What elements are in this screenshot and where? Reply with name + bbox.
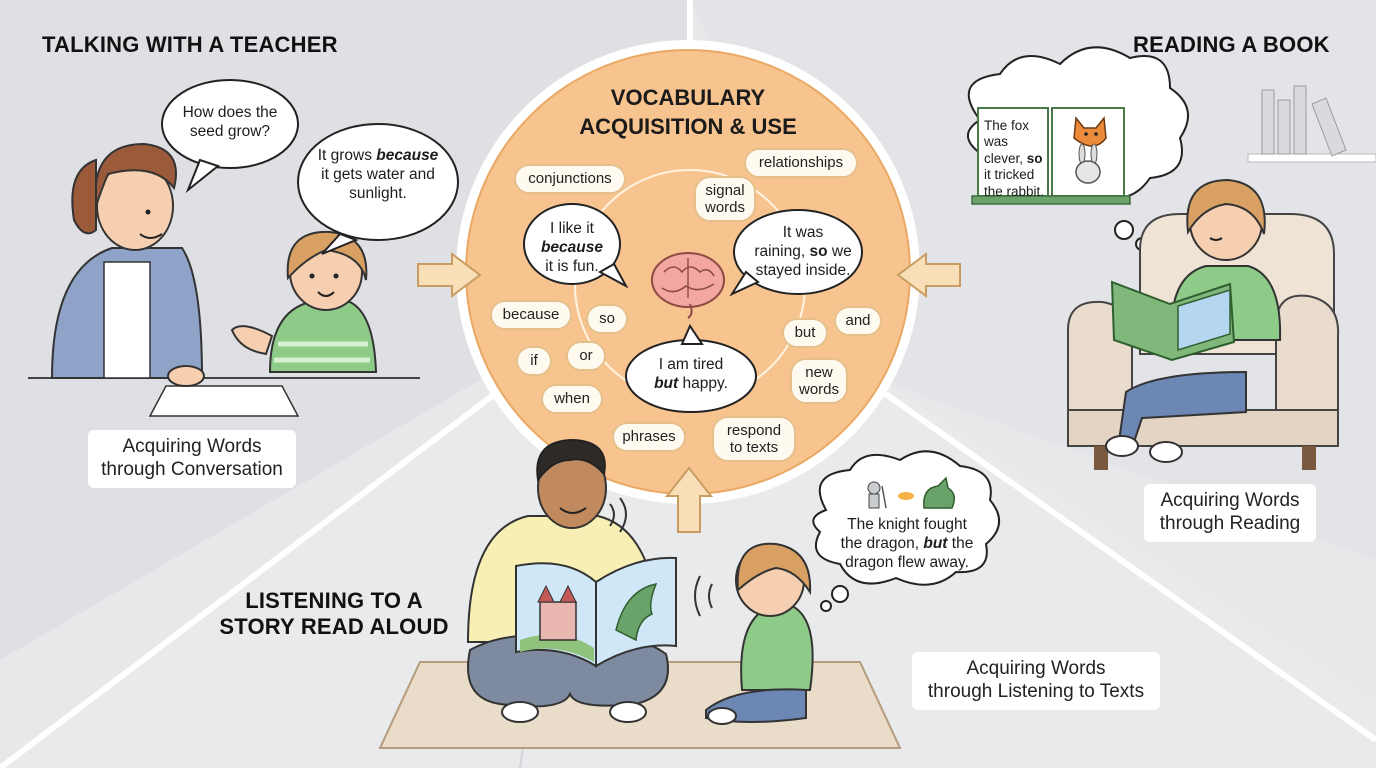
- paper-sheet: [148, 385, 300, 417]
- bubble-tired: [624, 339, 758, 413]
- pill-so: so: [586, 304, 628, 334]
- brain-icon: [651, 252, 725, 319]
- pill-if: if: [516, 346, 552, 376]
- student-answer-text: It grows because it gets water and sunli…: [317, 147, 439, 202]
- bubble-rain-text: It was raining, so we stayed inside.: [754, 224, 852, 279]
- bubble-like: [522, 203, 622, 285]
- pill-new-words: new words: [790, 358, 848, 404]
- knight-thought-text: The knight fought the dragon, but the dr…: [840, 516, 974, 571]
- bubble-tired-text: I am tired but happy.: [654, 356, 728, 392]
- bubble-rain: [732, 209, 864, 295]
- armchair: [1067, 213, 1340, 470]
- arrow-from-listening: [664, 466, 714, 533]
- pill-relationships: relationships: [744, 148, 858, 178]
- pill-when: when: [541, 384, 603, 414]
- book-page-text: The fox was clever, so it tricked the ra…: [984, 118, 1045, 199]
- reading-heading: READING A BOOK: [1133, 32, 1330, 57]
- pill-because: because: [490, 300, 572, 330]
- listening-child-figure: [694, 542, 814, 725]
- caption-conversation: Acquiring Words through Conversation: [88, 430, 296, 488]
- listening-heading-line2: STORY READ ALOUD: [219, 614, 449, 640]
- arrow-from-conversation: [417, 252, 482, 298]
- teacher-heading: TALKING WITH A TEACHER: [42, 32, 338, 57]
- pill-conjunctions: conjunctions: [514, 164, 626, 194]
- teacher-figure: [50, 142, 205, 387]
- pill-but: but: [782, 318, 828, 348]
- reading-girl-figure: [1105, 178, 1282, 463]
- teacher-question-text: How does the seed grow?: [182, 104, 278, 140]
- teacher-question-bubble: [161, 79, 299, 169]
- storybook: [515, 556, 677, 668]
- caption-reading: Acquiring Words through Reading: [1144, 484, 1316, 542]
- fire-icon: [898, 492, 914, 500]
- caption-listening: Acquiring Words through Listening to Tex…: [912, 652, 1160, 710]
- arrow-from-reading: [896, 252, 961, 298]
- center-title: VOCABULARY ACQUISITION & USE: [560, 84, 816, 141]
- listening-heading-line1: LISTENING TO A: [245, 588, 423, 613]
- pill-respond-to-texts: respond to texts: [712, 416, 796, 462]
- center-title-line2: ACQUISITION & USE: [579, 113, 797, 139]
- pill-and: and: [834, 306, 882, 336]
- center-title-line1: VOCABULARY: [610, 85, 766, 110]
- fox-icon: [1073, 116, 1107, 147]
- listening-heading: LISTENING TO A STORY READ ALOUD: [218, 588, 450, 641]
- open-book-illustration: [971, 107, 1131, 205]
- dragon-icon: [923, 476, 955, 509]
- pill-or: or: [566, 341, 606, 371]
- pill-phrases: phrases: [612, 422, 686, 452]
- girl-figure: [230, 230, 378, 373]
- student-answer-bubble: [297, 123, 459, 241]
- knight-icon: [867, 481, 887, 509]
- bubble-like-text: I like it because it is fun.: [540, 220, 604, 275]
- rabbit-icon: [1075, 143, 1101, 184]
- knight-thought-cloud: [812, 450, 1000, 586]
- pill-signal-words: signal words: [694, 176, 756, 222]
